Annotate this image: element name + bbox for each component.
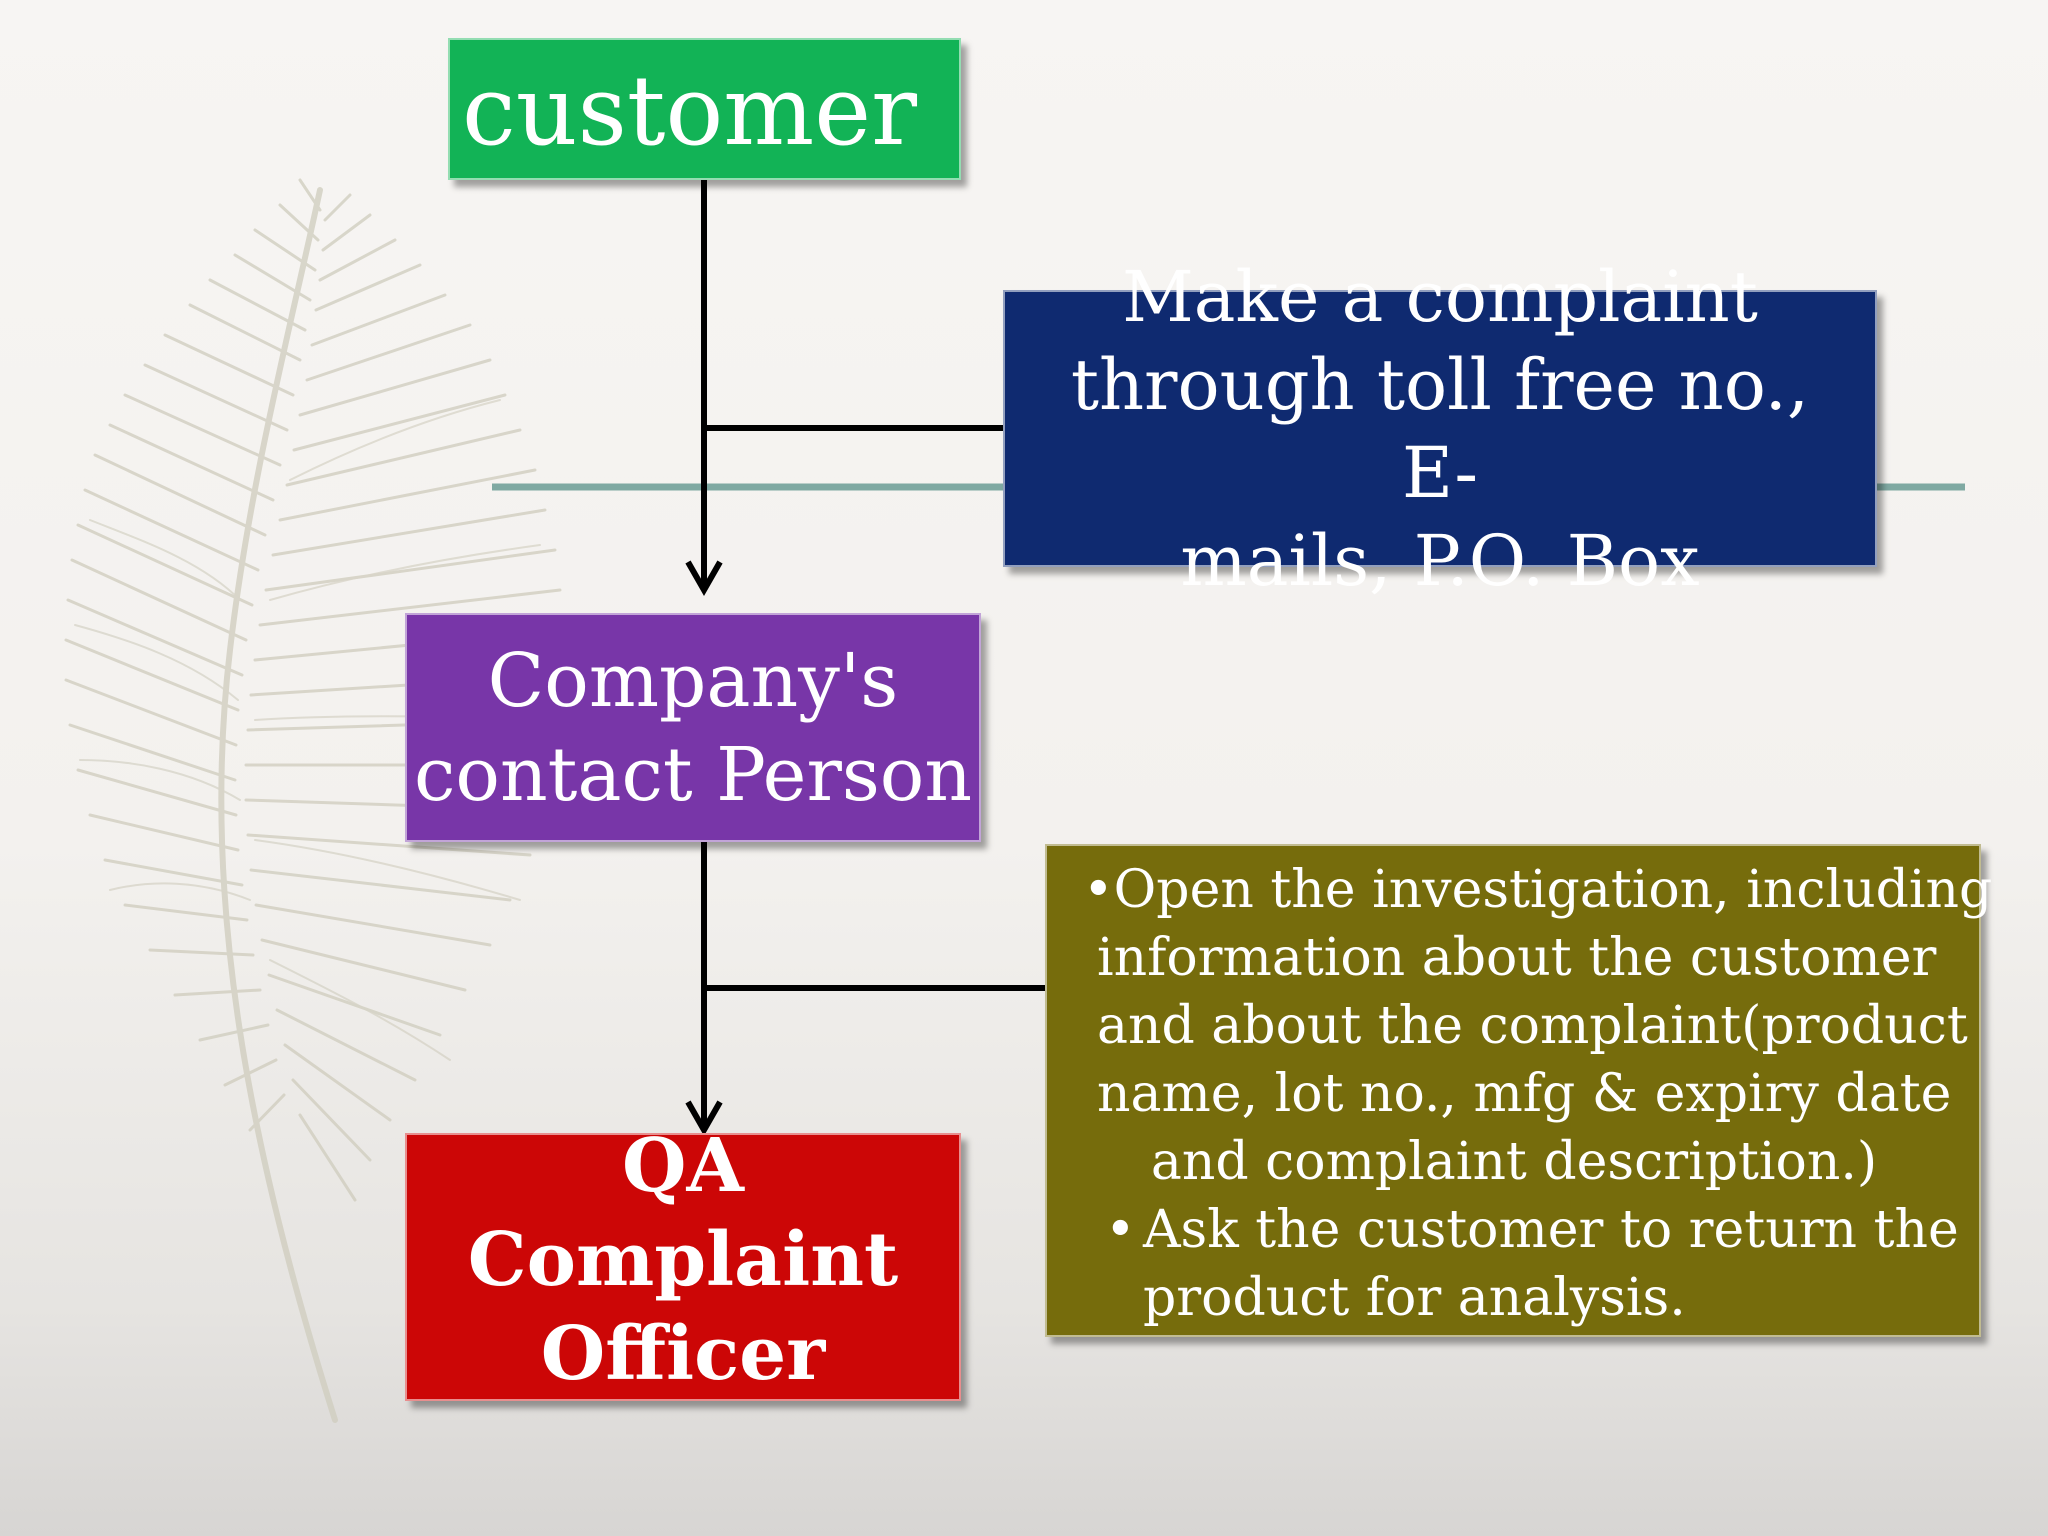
contact-line: Company's	[414, 634, 972, 728]
complaint-line: through toll free no., E-	[1035, 341, 1845, 517]
qa-line: Officer	[468, 1307, 898, 1401]
bullet-line: product for analysis.	[1143, 1264, 1965, 1332]
bullet-line: Ask the customer to return the	[1143, 1196, 1965, 1264]
complaint-line: mails, P.O. Box	[1035, 517, 1845, 605]
qa-complaint-officer-box: QA Complaint Officer	[405, 1133, 961, 1401]
investigation-steps-box: •Open the investigation, including infor…	[1045, 844, 1981, 1337]
investigation-bullet-item: • Ask the customer to return the product…	[1083, 1196, 1965, 1332]
complaint-text: Make a complaint through toll free no., …	[1035, 253, 1845, 605]
customer-box: customer	[448, 38, 961, 180]
contact-line: contact Person	[414, 728, 972, 822]
complaint-channels-box: Make a complaint through toll free no., …	[1003, 290, 1877, 567]
investigation-line: •Open the investigation, including	[1083, 856, 1965, 924]
investigation-line: information about the customer	[1083, 924, 1965, 992]
investigation-line: and about the complaint(product	[1083, 992, 1965, 1060]
investigation-line: and complaint description.)	[1083, 1128, 1965, 1196]
contact-person-box: Company's contact Person	[405, 613, 981, 842]
customer-label: customer	[462, 63, 917, 159]
qa-text: QA Complaint Officer	[468, 1119, 898, 1401]
qa-line: Complaint	[468, 1213, 898, 1307]
qa-line: QA	[468, 1119, 898, 1213]
complaint-line: Make a complaint	[1035, 253, 1845, 341]
contact-text: Company's contact Person	[414, 634, 972, 822]
investigation-line: name, lot no., mfg & expiry date	[1083, 1060, 1965, 1128]
bullet-icon: •	[1105, 1196, 1136, 1264]
